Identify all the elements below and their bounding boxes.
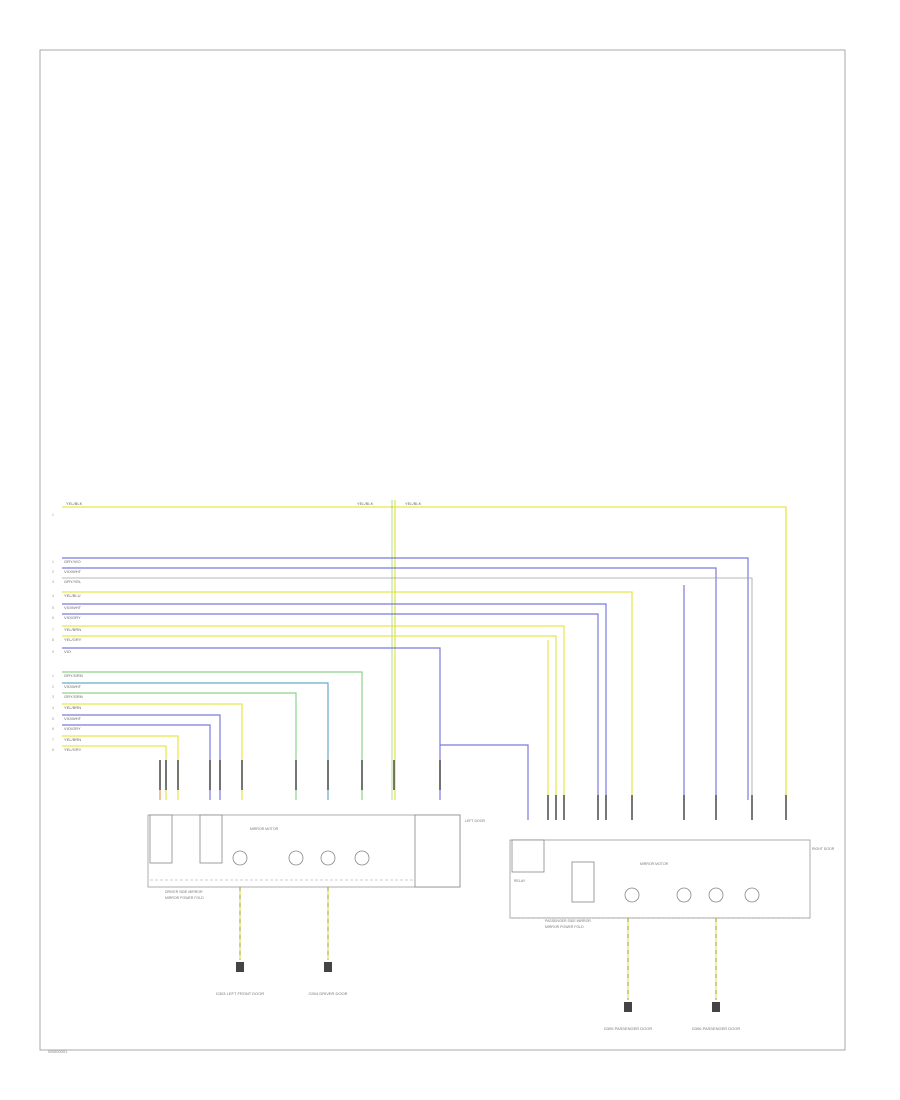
upper-bus-label-3: GRY/YEL xyxy=(64,579,82,584)
upper-bus-label-1: GRY/VIO xyxy=(64,559,81,564)
upper-bus-pins: 1 2 3 4 5 6 7 8 9 xyxy=(52,560,54,654)
upper-bus-pin-6: 6 xyxy=(52,616,54,620)
left-motor-a-icon xyxy=(232,850,248,866)
upper-bus-label-5: VIO/WHT xyxy=(64,605,82,610)
lower-bus-labels: GRY/GRN VIO/WHT GRY/GRN YEL/BRN VIO/WHT … xyxy=(64,673,83,752)
top-wire-label-mid-a: YEL/BLK xyxy=(357,501,374,506)
upper-bus-labels: GRY/VIO VIO/WHT GRY/YEL YEL/BLU VIO/WHT … xyxy=(64,559,82,654)
upper-bus: GRY/VIO VIO/WHT GRY/YEL YEL/BLU VIO/WHT … xyxy=(52,557,753,820)
lower-bus-label-4: YEL/BRN xyxy=(64,705,81,710)
right-motor-c-icon xyxy=(708,887,724,903)
lower-bus-label-3: GRY/GRN xyxy=(64,694,83,699)
upper-bus-pin-4: 4 xyxy=(52,594,54,598)
lower-bus-pin-7: 7 xyxy=(52,738,54,742)
right-motor-label: MIRROR MOTOR xyxy=(640,862,669,866)
top-wire-pin: 1 xyxy=(52,513,54,517)
upper-bus-pin-2: 2 xyxy=(52,570,54,574)
right-ground-a-label: G305 PASSENGER DOOR xyxy=(604,1026,653,1031)
right-ground-b-icon xyxy=(712,1002,720,1012)
left-motor-c-icon xyxy=(320,850,336,866)
lower-bus-label-6: VIO/GRY xyxy=(64,726,81,731)
lower-bus-label-2: VIO/WHT xyxy=(64,684,82,689)
lower-bus-label-7: YEL/BRN xyxy=(64,737,81,742)
upper-bus-pin-7: 7 xyxy=(52,628,54,632)
upper-bus-pin-5: 5 xyxy=(52,606,54,610)
lower-bus-pin-5: 5 xyxy=(52,717,54,721)
left-mirror-module: MIRROR MOTOR DRIVER SIDE MIRROR MIRROR P… xyxy=(147,814,485,996)
diagram-frame xyxy=(39,49,846,1051)
right-motor-a-icon xyxy=(624,887,640,903)
left-module-side-label: LEFT DOOR xyxy=(465,819,485,823)
left-motor-label: MIRROR MOTOR xyxy=(250,827,279,831)
lower-bus-pin-8: 8 xyxy=(52,748,54,752)
diagram-footer-code: W0000001 xyxy=(48,1049,68,1054)
lower-bus-label-5: VIO/WHT xyxy=(64,716,82,721)
lower-bus-pins: 1 2 3 4 5 6 7 8 xyxy=(52,674,54,752)
right-motor-b-icon xyxy=(676,887,692,903)
left-module-name: DRIVER SIDE MIRROR xyxy=(165,890,203,894)
left-motor-d-icon xyxy=(354,850,370,866)
upper-bus-label-2: VIO/WHT xyxy=(64,569,82,574)
upper-bus-label-6: VIO/GRY xyxy=(64,615,81,620)
upper-bus-label-4: YEL/BLU xyxy=(64,593,81,598)
upper-bus-pin-8: 8 xyxy=(52,638,54,642)
right-motor-d-icon xyxy=(744,887,760,903)
upper-bus-label-8: YEL/GRY xyxy=(64,637,82,642)
lower-bus: GRY/GRN VIO/WHT GRY/GRN YEL/BRN VIO/WHT … xyxy=(52,671,363,800)
right-module-sublabel: MIRROR POWER FOLD xyxy=(545,925,584,929)
right-relay-label: RELAY xyxy=(514,879,526,883)
right-module-name: PASSENGER SIDE MIRROR xyxy=(545,919,591,923)
lower-bus-pin-6: 6 xyxy=(52,727,54,731)
left-module-sublabel: MIRROR POWER FOLD xyxy=(165,896,204,900)
connector-stubs xyxy=(159,760,787,820)
left-ground-a-label: G303 LEFT FRONT DOOR xyxy=(216,991,265,996)
lower-bus-label-8: YEL/GRY xyxy=(64,747,82,752)
left-ground-b-label: G304 DRIVER DOOR xyxy=(308,991,347,996)
left-ground-b-icon xyxy=(324,962,332,972)
right-mirror-module: MIRROR MOTOR RELAY PASSENGER SIDE MIRROR… xyxy=(509,839,835,1031)
right-ground-a-icon xyxy=(624,1002,632,1012)
lower-bus-label-1: GRY/GRN xyxy=(64,673,83,678)
left-ground-a-icon xyxy=(236,962,244,972)
upper-bus-pin-3: 3 xyxy=(52,580,54,584)
upper-bus-pin-1: 1 xyxy=(52,560,54,564)
lower-bus-pin-4: 4 xyxy=(52,706,54,710)
lower-bus-pin-3: 3 xyxy=(52,695,54,699)
upper-bus-pin-9: 9 xyxy=(52,650,54,654)
right-module-side-label: RIGHT DOOR xyxy=(812,847,835,851)
left-motor-b-icon xyxy=(288,850,304,866)
right-ground-b-label: G306 PASSENGER DOOR xyxy=(692,1026,741,1031)
top-wire: 1 YEL/BLK YEL/BLK YEL/BLK xyxy=(52,500,787,800)
top-wire-label-left: YEL/BLK xyxy=(66,501,83,506)
upper-bus-label-7: YEL/BRN xyxy=(64,627,81,632)
upper-bus-label-9: VIO xyxy=(64,649,71,654)
lower-bus-pin-1: 1 xyxy=(52,674,54,678)
top-wire-label-mid-b: YEL/BLK xyxy=(405,501,422,506)
lower-bus-pin-2: 2 xyxy=(52,685,54,689)
